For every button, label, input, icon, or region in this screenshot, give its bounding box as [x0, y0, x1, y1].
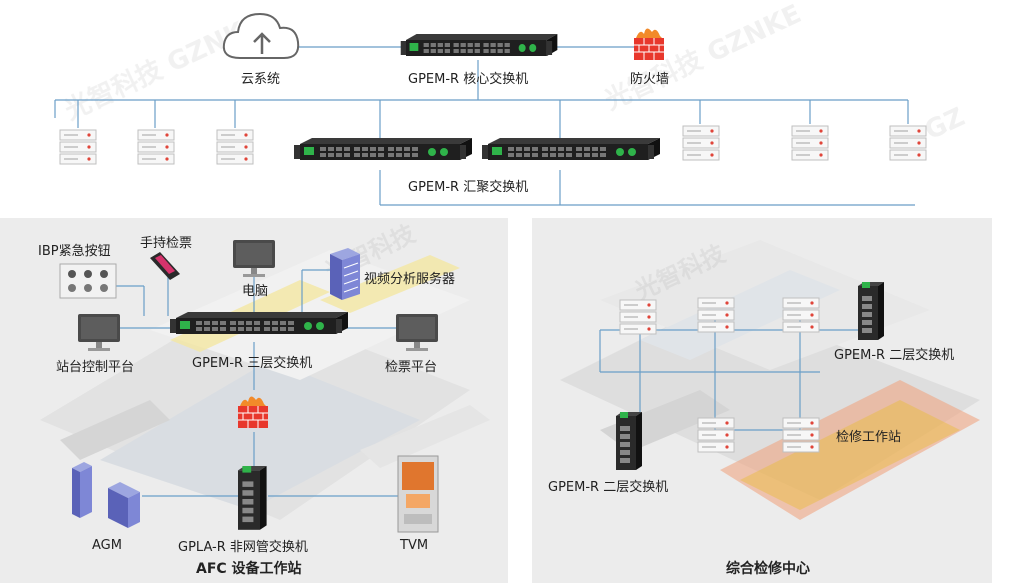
firewall-label: 防火墙	[630, 72, 670, 87]
l2-switch-left-label: GPEM-R 二层交换机	[548, 480, 669, 495]
server-icon	[791, 125, 829, 161]
maintenance-title: 综合检修中心	[726, 561, 810, 577]
core-switch-icon	[400, 34, 558, 56]
l2-switch-left-icon	[616, 412, 642, 470]
video-server-icon	[330, 248, 360, 300]
maintenance-panel: 光智科技	[532, 218, 992, 583]
server-icon	[59, 129, 97, 165]
server-icon	[782, 417, 820, 453]
aggregation-switch-icon	[294, 138, 472, 160]
server-icon	[889, 125, 927, 161]
pc-label: 电脑	[242, 284, 269, 299]
tvm-machine-icon	[397, 455, 439, 533]
core-switch-label: GPEM-R 核心交换机	[408, 72, 529, 87]
l2-switch-right-label: GPEM-R 二层交换机	[834, 348, 955, 363]
l3-switch-icon	[170, 312, 348, 334]
ibp-emergency-button-icon	[59, 263, 117, 299]
aggregation-switch-icon	[482, 138, 660, 160]
handheld-terminal-icon	[150, 252, 180, 280]
svg-text:光智科技 GZNKE: 光智科技 GZNKE	[599, 0, 806, 117]
server-icon	[682, 125, 720, 161]
server-icon	[697, 417, 735, 453]
ticket-check-label: 检票平台	[385, 360, 438, 375]
server-icon	[782, 297, 820, 333]
handheld-label: 手持检票	[140, 236, 193, 251]
server-icon	[137, 129, 175, 165]
ibp-label: IBP紧急按钮	[38, 244, 111, 259]
station-control-label: 站台控制平台	[56, 360, 135, 375]
agm-gate-icon	[72, 462, 140, 528]
cloud-icon	[222, 12, 300, 59]
l3-switch-label: GPEM-R 三层交换机	[192, 356, 313, 371]
agm-label: AGM	[92, 538, 122, 553]
firewall-icon	[633, 27, 665, 61]
afc-connection-lines	[88, 269, 398, 497]
tvm-label: TVM	[400, 538, 429, 553]
afc-title: AFC 设备工作站	[196, 561, 302, 577]
server-icon	[216, 129, 254, 165]
top-connection-lines	[54, 46, 915, 206]
l2-switch-right-icon	[858, 282, 884, 340]
aggregation-switch-label: GPEM-R 汇聚交换机	[408, 180, 529, 195]
svg-text:GZ: GZ	[920, 102, 969, 146]
server-icon	[619, 299, 657, 335]
workstation-label: 检修工作站	[836, 430, 902, 445]
unmanaged-switch-label: GPLA-R 非网管交换机	[178, 540, 308, 555]
cloud-label: 云系统	[241, 72, 281, 87]
unmanaged-switch-icon	[238, 466, 267, 530]
server-icon	[697, 297, 735, 333]
video-server-label: 视频分析服务器	[364, 272, 456, 287]
